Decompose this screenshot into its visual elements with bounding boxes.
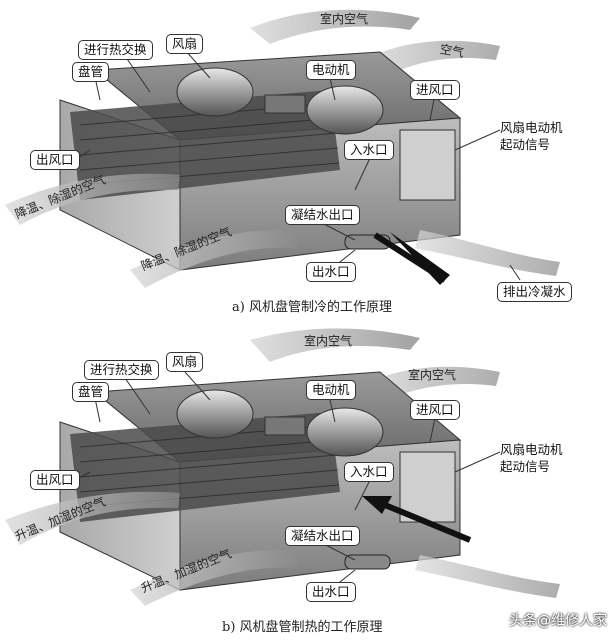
label-motor-b: 电动机 — [306, 380, 356, 400]
label-heat-exchange-b: 进行热交换 — [84, 360, 159, 380]
fan-drum-left-cooling — [176, 67, 254, 117]
label-water-in-a: 入水口 — [344, 140, 394, 160]
coil-cooling — [70, 90, 340, 200]
treated-air-flow-1-heating — [5, 491, 180, 545]
label-drain-condensate-a: 排出冷凝水 — [497, 282, 572, 302]
fan-drum-right-heating — [306, 407, 384, 457]
label-air-inlet-b: 进风口 — [410, 400, 460, 420]
label-heat-exchange-a: 进行热交换 — [78, 40, 153, 60]
indoor-air-flow-cooling — [250, 9, 420, 44]
control-box-heating — [399, 451, 456, 523]
label-water-in-b: 入水口 — [344, 462, 394, 482]
label-coil-b: 盘管 — [72, 382, 110, 402]
unit-heating — [5, 328, 560, 606]
drain-flow-cooling — [415, 230, 560, 276]
motor-body-heating — [264, 416, 306, 436]
water-pipe-heating — [344, 554, 391, 570]
label-fan-a: 风扇 — [166, 34, 204, 54]
flow-indoor-air-right-b: 室内空气 — [408, 368, 457, 382]
label-air-inlet-a: 进风口 — [410, 80, 460, 100]
watermark: 头条@维修人家 — [509, 613, 607, 629]
caption-cooling: a) 风机盘管制冷的工作原理 — [232, 300, 392, 315]
label-fan-motor-signal-b-line1: 风扇电动机 — [500, 442, 563, 457]
flow-indoor-air-b: 室内空气 — [304, 334, 353, 348]
water-out-pipe-cooling — [373, 232, 447, 283]
control-box-cooling — [399, 129, 456, 201]
fan-drum-left-heating — [176, 389, 254, 439]
treated-air-flow-1-cooling — [5, 173, 180, 225]
fan-drum-right-cooling — [306, 85, 384, 135]
treated-air-flow-2-heating — [130, 550, 300, 606]
caption-heating: b) 风机盘管制热的工作原理 — [222, 620, 383, 635]
drain-flow-heating — [415, 555, 560, 598]
label-water-out-b: 出水口 — [306, 582, 356, 602]
water-in-arrow-heating — [362, 496, 392, 514]
flow-indoor-air-a: 室内空气 — [320, 12, 369, 26]
label-water-out-a: 出水口 — [306, 262, 356, 282]
label-air-outlet-a: 出风口 — [30, 150, 80, 170]
label-coil-a: 盘管 — [72, 62, 110, 82]
label-air-outlet-b: 出风口 — [30, 470, 80, 490]
label-condensate-outlet-a: 凝结水出口 — [285, 205, 360, 225]
label-condensate-outlet-b: 凝结水出口 — [285, 526, 360, 546]
treated-air-flow-2-cooling — [130, 230, 300, 288]
indoor-air-flow-heating — [250, 328, 420, 362]
label-fan-motor-signal-a-line2: 起动信号 — [500, 137, 551, 152]
label-fan-motor-signal-b-line2: 起动信号 — [500, 459, 551, 474]
label-fan-motor-signal-a-line1: 风扇电动机 — [500, 120, 563, 135]
label-motor-a: 电动机 — [306, 60, 356, 80]
motor-body-cooling — [264, 94, 306, 114]
label-fan-b: 风扇 — [166, 352, 204, 372]
water-in-pipe-heating — [383, 502, 472, 543]
